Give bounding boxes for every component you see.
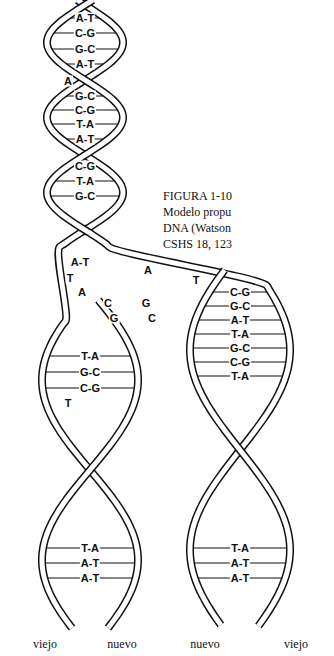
base-pair-letter: T-A xyxy=(230,371,250,382)
strand-outline xyxy=(42,300,138,628)
base-pair-letter: T xyxy=(192,275,201,286)
strand-label: viejo xyxy=(32,638,58,650)
base-pair-letter: C-G xyxy=(229,287,251,298)
base-pair-letter: T-A xyxy=(75,119,95,130)
base-pair-letter: A-T xyxy=(230,315,250,326)
strand-label: nuevo xyxy=(106,638,137,650)
caption-line: Modelo propu xyxy=(162,206,232,218)
base-pair-letter: C xyxy=(103,298,113,309)
base-pair-letter: C-G xyxy=(79,383,101,394)
base-pair-letter: C xyxy=(147,313,157,324)
strands xyxy=(42,0,290,628)
base-pair-letter: A-T xyxy=(230,573,250,584)
base-pair-letter: A-T xyxy=(70,257,90,268)
base-pair-letter: G-C xyxy=(74,44,96,55)
strand-label: nuevo xyxy=(189,638,220,650)
caption-line: FIGURA 1-10 xyxy=(162,190,233,202)
strand-label: viejo xyxy=(283,638,309,650)
base-pair-letter: T-A xyxy=(230,329,250,340)
strand-outline xyxy=(42,0,138,628)
base-pair-letter: G-C xyxy=(74,91,96,102)
base-pair-letter: G-C xyxy=(229,301,251,312)
base-pair-letter: A xyxy=(77,287,87,298)
base-pair-letter: A-T xyxy=(230,558,250,569)
base-pair-letter: A-T xyxy=(75,59,95,70)
base-pair-letter: T-A xyxy=(80,543,100,554)
base-pair-letter: G xyxy=(141,298,152,309)
caption-line: DNA (Watson xyxy=(162,222,232,234)
strand-fill xyxy=(42,300,138,628)
base-pair-letter: A-T xyxy=(75,13,95,24)
base-pair-letter: T xyxy=(64,398,73,409)
base-pair-letter: C-G xyxy=(74,105,96,116)
base-pair-letter: G-C xyxy=(229,343,251,354)
base-pair-letter: A xyxy=(143,265,153,276)
bond-lines xyxy=(42,18,290,578)
base-pair-letter: A-T xyxy=(80,558,100,569)
caption-line: CSHS 18, 123 xyxy=(162,238,233,250)
strand-fill xyxy=(190,270,290,626)
strand-fill xyxy=(47,0,290,625)
base-pair-letter: A-T xyxy=(80,573,100,584)
base-pair-letter: T-A xyxy=(230,543,250,554)
base-pair-letter: T xyxy=(66,273,75,284)
base-pair-letter: A-T xyxy=(75,134,95,145)
base-pair-letter: C-G xyxy=(74,161,96,172)
base-pair-letter: A xyxy=(63,76,73,87)
base-pair-letter: G-C xyxy=(79,367,101,378)
strand-outline xyxy=(190,270,290,626)
strand-outline xyxy=(47,0,290,625)
base-pair-letter: T-A xyxy=(75,176,95,187)
base-pair-letter: G-C xyxy=(74,191,96,202)
base-pair-letter: G xyxy=(109,313,120,324)
base-pair-letter: C-G xyxy=(74,28,96,39)
base-pair-letter: C-G xyxy=(229,357,251,368)
strand-fill xyxy=(42,0,138,628)
base-pair-letter: T-A xyxy=(80,351,100,362)
